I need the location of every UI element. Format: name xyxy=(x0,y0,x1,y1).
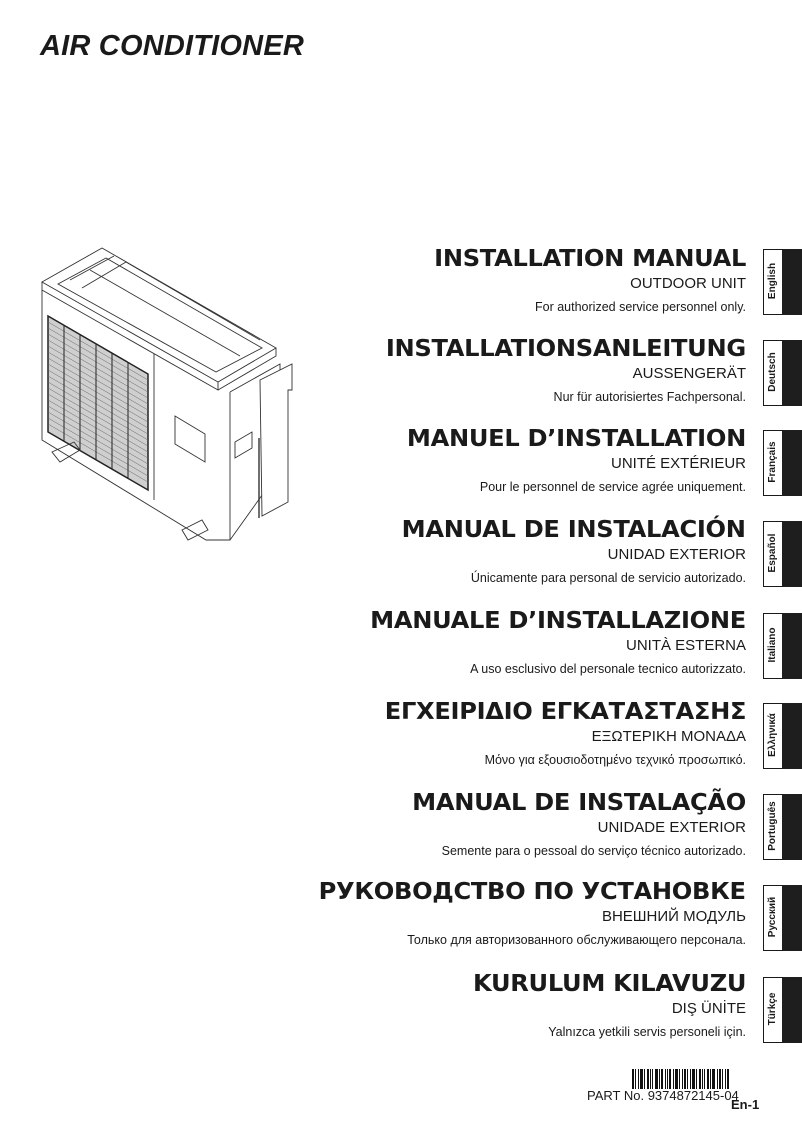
manual-heading: MANUAL DE INSTALAÇÃO xyxy=(412,790,746,816)
audience-note: Μόνο για εξουσιοδοτημένο τεχνικό προσωπι… xyxy=(484,753,746,767)
language-tab-italiano[interactable]: Italiano xyxy=(763,613,802,679)
language-tab-francais[interactable]: Français xyxy=(763,430,802,496)
manual-heading: INSTALLATION MANUAL xyxy=(434,246,746,272)
section-deutsch: INSTALLATIONSANLEITUNG AUSSENGERÄT Nur f… xyxy=(386,336,746,406)
audience-note: Semente para o pessoal do serviço técnic… xyxy=(441,844,746,858)
language-tab-portugues[interactable]: Português xyxy=(763,794,802,860)
section-turkce: KURULUM KILAVUZU DIŞ ÜNİTE Yalnızca yetk… xyxy=(473,971,747,1041)
tab-label: Türkçe xyxy=(767,992,778,1026)
tab-label: Ελληνικά xyxy=(767,713,778,757)
manual-heading: MANUEL D’INSTALLATION xyxy=(406,426,746,452)
manual-heading: MANUAL DE INSTALACIÓN xyxy=(401,517,746,543)
section-espanol: MANUAL DE INSTALACIÓN UNIDAD EXTERIOR Ún… xyxy=(402,517,746,587)
tab-label: Русский xyxy=(767,896,778,938)
tab-label: Italiano xyxy=(767,627,778,663)
unit-subtitle: UNITÉ EXTÉRIEUR xyxy=(610,455,746,472)
unit-subtitle: UNIDADE EXTERIOR xyxy=(597,819,746,836)
unit-subtitle: UNIDAD EXTERIOR xyxy=(607,546,746,563)
part-number: PART No. 9374872145-04 xyxy=(587,1088,739,1103)
audience-note: Yalnızca yetkili servis personeli için. xyxy=(548,1025,746,1039)
language-tab-russian[interactable]: Русский xyxy=(763,885,802,951)
audience-note: For authorized service personnel only. xyxy=(535,300,746,314)
language-tab-deutsch[interactable]: Deutsch xyxy=(763,340,802,406)
manual-heading: ΕΓΧΕΙΡΙΔΙΟ ΕΓΚΑΤΑΣΤΑΣΗΣ xyxy=(384,699,747,725)
section-greek: ΕΓΧΕΙΡΙΔΙΟ ΕΓΚΑΤΑΣΤΑΣΗΣ ΕΞΩΤΕΡΙΚΗ ΜΟΝΑΔΑ… xyxy=(385,699,747,769)
unit-subtitle: ВНЕШНИЙ МОДУЛЬ xyxy=(601,908,746,925)
tab-label: Português xyxy=(767,801,778,851)
manual-heading: INSTALLATIONSANLEITUNG xyxy=(385,336,746,362)
language-tab-turkce[interactable]: Türkçe xyxy=(763,977,802,1043)
unit-subtitle: ΕΞΩΤΕΡΙΚΗ ΜΟΝΑΔΑ xyxy=(591,728,746,745)
audience-note: Nur für autorisiertes Fachpersonal. xyxy=(553,390,746,404)
language-tab-english[interactable]: English xyxy=(763,249,802,315)
unit-subtitle: DIŞ ÜNİTE xyxy=(671,1000,746,1017)
tab-label: English xyxy=(767,262,778,300)
section-russian: РУКОВОДСТВО ПО УСТАНОВКЕ ВНЕШНИЙ МОДУЛЬ … xyxy=(319,879,746,949)
audience-note: Только для авторизованного обслуживающег… xyxy=(407,933,746,947)
tab-label: Français xyxy=(767,441,778,483)
document-title: AIR CONDITIONER xyxy=(40,30,304,62)
unit-subtitle: UNITÀ ESTERNA xyxy=(625,637,746,654)
tab-label: Español xyxy=(767,533,778,573)
tab-label: Deutsch xyxy=(767,352,778,392)
manual-heading: РУКОВОДСТВО ПО УСТАНОВКЕ xyxy=(318,879,746,905)
section-italiano: MANUALE D’INSTALLAZIONE UNITÀ ESTERNA A … xyxy=(370,608,746,678)
language-tab-greek[interactable]: Ελληνικά xyxy=(763,703,802,769)
manual-heading: KURULUM KILAVUZU xyxy=(472,971,747,997)
section-english: INSTALLATION MANUAL OUTDOOR UNIT For aut… xyxy=(434,246,746,316)
manual-heading: MANUALE D’INSTALLAZIONE xyxy=(370,608,746,634)
page-number: En-1 xyxy=(731,1097,760,1112)
barcode xyxy=(632,1069,747,1089)
section-portugues: MANUAL DE INSTALAÇÃO UNIDADE EXTERIOR Se… xyxy=(412,790,746,860)
section-francais: MANUEL D’INSTALLATION UNITÉ EXTÉRIEUR Po… xyxy=(407,426,746,496)
outdoor-unit-illustration xyxy=(41,247,293,541)
unit-subtitle: OUTDOOR UNIT xyxy=(630,275,746,292)
audience-note: A uso esclusivo del personale tecnico au… xyxy=(470,662,746,676)
audience-note: Únicamente para personal de servicio aut… xyxy=(470,571,746,585)
unit-subtitle: AUSSENGERÄT xyxy=(632,365,746,382)
audience-note: Pour le personnel de service agrée uniqu… xyxy=(479,480,746,494)
language-tab-espanol[interactable]: Español xyxy=(763,521,802,587)
